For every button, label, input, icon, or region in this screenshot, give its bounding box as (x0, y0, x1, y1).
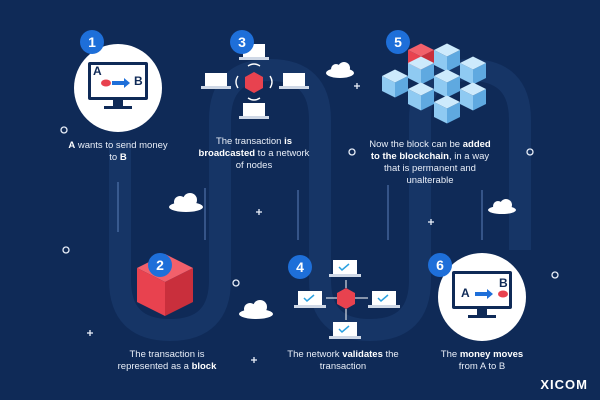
check-laptop-bottom (329, 322, 361, 339)
step1-caption: A wants to send money to B (68, 140, 168, 163)
decor-circles (60, 126, 559, 287)
cloud-icon-2 (169, 193, 203, 212)
step-number-4: 4 (288, 255, 312, 279)
coin-icon (101, 79, 111, 87)
laptop-icon-bottom (239, 103, 269, 119)
step-number-1: 1 (80, 30, 104, 54)
step-number-3: 3 (230, 30, 254, 54)
step5-blockchain-icon (382, 43, 486, 124)
check-laptop-top (329, 260, 361, 277)
block-icon-validate (337, 288, 355, 309)
laptop-icon-left (201, 73, 231, 89)
monitor-label-b-2: B (499, 276, 508, 290)
check-laptop-left (294, 291, 326, 308)
monitor-label-a: A (93, 64, 102, 78)
step6-illustration (438, 253, 526, 341)
step-number-2: 2 (148, 253, 172, 277)
chain-cube-5 (382, 69, 408, 98)
arrow-right-icon-2 (475, 289, 493, 299)
block-icon-small (245, 72, 263, 93)
cloud-icon-1 (326, 62, 354, 78)
step4-illustration (294, 260, 400, 339)
step5-caption: Now the block can be added to the blockc… (369, 139, 491, 186)
step3-illustration (201, 44, 309, 119)
chain-cube-3 (408, 56, 434, 85)
chain-cube-4 (434, 69, 460, 98)
monitor-label-a-2: A (461, 286, 470, 300)
decor-crosses (87, 83, 434, 363)
laptop-icon-right (279, 73, 309, 89)
flow-arrows (117, 182, 483, 240)
cloud-icon-3 (239, 300, 273, 319)
brand-logo: XICOM (540, 377, 588, 392)
chain-cube-6 (460, 82, 486, 111)
step2-caption: The transaction is represented as a bloc… (117, 349, 217, 372)
check-laptop-right (368, 291, 400, 308)
cloud-icon-4 (488, 199, 516, 214)
step4-caption: The network validates the transaction (287, 349, 399, 372)
chain-cube-2 (460, 56, 486, 85)
arrow-right-icon (112, 78, 130, 88)
chain-cube-8 (434, 95, 460, 124)
step-number-6: 6 (428, 253, 452, 277)
step6-caption: The money moves from A to B (440, 349, 524, 372)
coin-icon-2 (498, 290, 508, 298)
chain-cube-0 (434, 43, 460, 72)
signal-icon (235, 75, 273, 89)
chain-cube-7 (408, 82, 434, 111)
step-number-5: 5 (386, 30, 410, 54)
step3-caption: The transaction is broadcasted to a netw… (198, 136, 310, 171)
monitor-label-b: B (134, 74, 143, 88)
step1-illustration (74, 44, 162, 132)
cloud-icons (169, 62, 516, 319)
